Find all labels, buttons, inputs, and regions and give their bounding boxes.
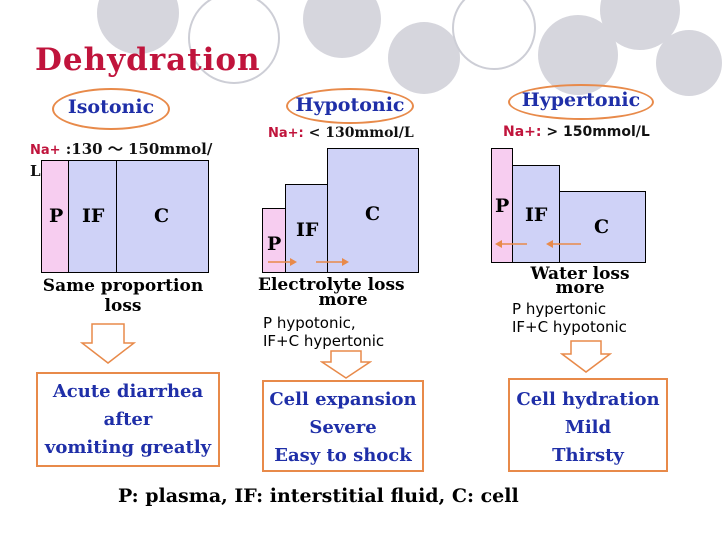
sodium-key: Na+: (268, 126, 304, 141)
result-line: Acute diarrhea (52, 381, 204, 402)
label-oval-hypertonic: Hypertonic (508, 84, 654, 120)
compartment-label: C (594, 216, 610, 238)
tonicity-note: IF+C hypertonic (263, 332, 385, 350)
caption-line-1: Electrolyte loss (258, 275, 405, 295)
sodium-range: Na+: < 130mmol/L (268, 125, 414, 141)
right-arrow-icon (268, 258, 349, 266)
result-line: after (103, 409, 153, 430)
label-oval-isotonic: Isotonic (52, 88, 170, 130)
decorative-circle (188, 0, 280, 84)
compartment-label: C (154, 205, 170, 227)
decorative-circle (303, 0, 381, 58)
decorative-circle (656, 30, 722, 96)
sodium-value: > 150mmol/L (541, 124, 650, 140)
column-label: Isotonic (67, 96, 155, 118)
sodium-range-wrap: L (30, 162, 41, 180)
result-box-isotonic: Acute diarrhea after vomiting greatly (36, 372, 220, 467)
left-arrow-icon (495, 240, 581, 248)
caption-line-2: more (318, 290, 368, 310)
tonicity-note: IF+C hypotonic (512, 318, 627, 336)
sodium-range: Na+ :130 ～ 150mmol/ (30, 138, 212, 159)
compartment-label: P (49, 205, 64, 227)
result-box-hypertonic: Cell hydration Mild Thirsty (508, 378, 668, 472)
abbreviation-legend: P: plasma, IF: interstitial fluid, C: ce… (118, 485, 519, 507)
result-line: Thirsty (552, 445, 624, 466)
compartment-interstitial: IF (285, 184, 328, 273)
compartment-plasma: P (491, 148, 513, 263)
down-arrow-icon (320, 350, 372, 379)
compartment-cell: C (327, 148, 419, 273)
compartment-cell: C (559, 191, 646, 263)
page-title: Dehydration (35, 42, 261, 78)
compartment-interstitial: IF (68, 160, 117, 273)
result-line: vomiting greatly (44, 437, 212, 458)
compartment-label: IF (296, 219, 319, 241)
caption-line-1: Same proportion (42, 276, 204, 296)
sodium-value: < 130mmol/L (303, 125, 414, 141)
result-line: Cell hydration (516, 389, 660, 410)
label-oval-hypotonic: Hypotonic (286, 88, 414, 124)
down-arrow-icon (560, 340, 612, 373)
column-label: Hypotonic (295, 94, 405, 116)
column-label: Hypertonic (521, 89, 641, 111)
compartment-cell: C (116, 160, 209, 273)
compartment-label: P (267, 233, 282, 255)
decorative-circle (452, 0, 536, 70)
caption-line-2: more (555, 278, 605, 298)
sodium-key: Na+: (503, 124, 542, 140)
compartment-label: P (495, 195, 510, 217)
sodium-key: Na+ (30, 143, 61, 158)
tonicity-note: P hypertonic (512, 300, 607, 318)
caption-line-2: loss (104, 296, 142, 316)
result-line: Severe (309, 417, 377, 438)
decorative-circle (388, 22, 460, 94)
tonicity-note: P hypotonic, (263, 314, 356, 332)
compartment-label: IF (525, 204, 548, 226)
result-line: Mild (564, 417, 612, 438)
down-arrow-icon (80, 323, 136, 364)
compartment-label: IF (82, 205, 105, 227)
compartment-plasma: P (41, 160, 69, 273)
compartment-label: C (365, 203, 381, 225)
sodium-value: :130 ～ 150mmol/ (60, 140, 213, 158)
sodium-range: Na+: > 150mmol/L (503, 124, 650, 140)
result-line: Cell expansion (269, 389, 417, 410)
caption-line-1: Water loss (530, 264, 630, 284)
result-line: Easy to shock (274, 445, 412, 466)
result-box-hypotonic: Cell expansion Severe Easy to shock (262, 380, 424, 472)
